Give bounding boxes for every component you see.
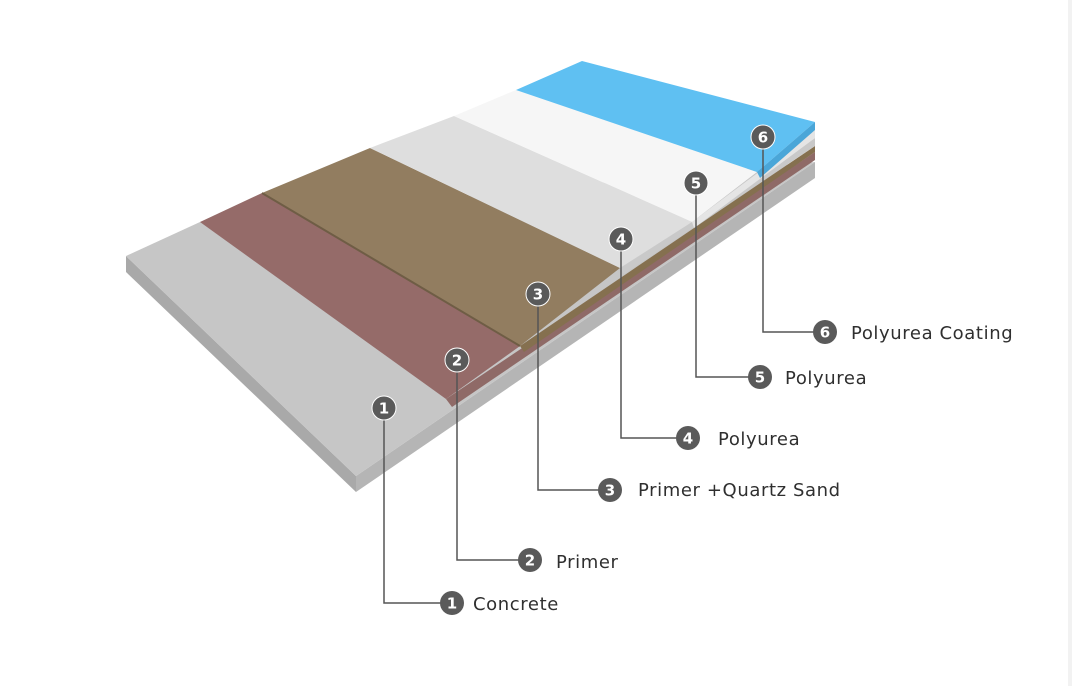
leader-lines <box>383 137 825 604</box>
svg-text:6: 6 <box>758 129 768 147</box>
diagram-badge-3: 3 <box>525 281 551 307</box>
diagram-badge-4: 4 <box>608 226 634 252</box>
svg-text:6: 6 <box>820 324 830 342</box>
primer-layer <box>200 193 520 399</box>
diagram-badge-2: 2 <box>444 347 470 373</box>
svg-text:1: 1 <box>379 400 389 418</box>
svg-text:2: 2 <box>452 352 462 370</box>
svg-text:2: 2 <box>525 552 535 570</box>
diagram-badge-1: 1 <box>371 395 397 421</box>
legend-item-polyurea-4: 4 Polyurea <box>676 426 800 450</box>
label-polyurea-4: Polyurea <box>718 429 800 450</box>
legend-item-concrete: 1 Concrete <box>440 591 559 615</box>
diagram-badge-6: 6 <box>750 124 776 150</box>
legend-item-primer-quartz-sand: 3 Primer +Quartz Sand <box>598 478 841 502</box>
page-edge <box>1068 0 1072 686</box>
svg-text:1: 1 <box>447 595 457 613</box>
polyurea-coating-layer <box>516 61 815 172</box>
label-polyurea-5: Polyurea <box>785 368 867 389</box>
svg-text:3: 3 <box>533 286 543 304</box>
label-polyurea-coating: Polyurea Coating <box>851 323 1013 344</box>
legend-item-primer: 2 Primer <box>518 548 619 573</box>
svg-text:5: 5 <box>755 369 765 387</box>
legend-item-polyurea-5: 5 Polyurea <box>748 365 867 389</box>
polyurea-layer-4 <box>370 116 692 268</box>
label-primer-quartz-sand: Primer +Quartz Sand <box>638 480 841 501</box>
svg-text:5: 5 <box>691 175 701 193</box>
diagram-badge-5: 5 <box>683 170 709 196</box>
label-concrete: Concrete <box>473 594 559 615</box>
legend-item-polyurea-coating: 6 Polyurea Coating <box>813 320 1013 344</box>
svg-text:4: 4 <box>616 231 626 249</box>
label-primer: Primer <box>556 552 619 573</box>
svg-text:3: 3 <box>605 482 615 500</box>
polyurea-layer-5 <box>454 90 757 222</box>
svg-text:4: 4 <box>683 430 693 448</box>
